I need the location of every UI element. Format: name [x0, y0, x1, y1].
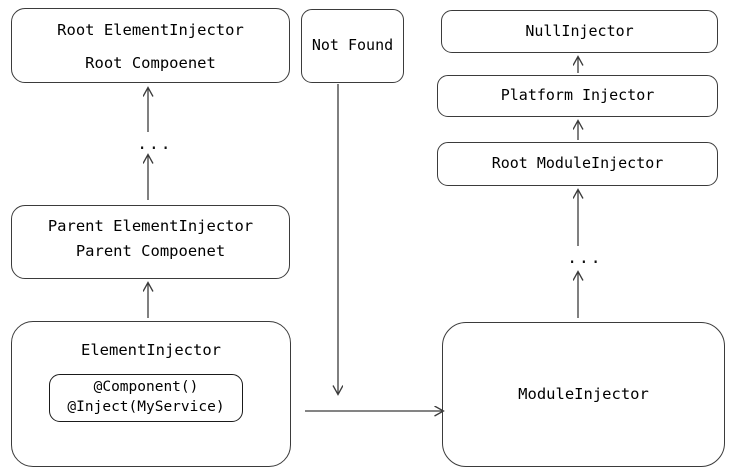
node-root-element-injector-line2: Root Compoenet: [85, 54, 216, 73]
node-inject-token-line1: @Component(): [93, 379, 199, 396]
node-element-injector-label: ElementInjector: [81, 341, 221, 359]
node-null-injector[interactable]: NullInjector: [441, 10, 718, 53]
node-parent-element-injector-line2: Parent Compoenet: [75, 242, 226, 261]
node-inject-token-line2: @Inject(MyService): [67, 399, 225, 415]
node-parent-element-injector-line1: Parent ElementInjector: [47, 217, 254, 235]
node-root-module-injector-label: Root ModuleInjector: [491, 154, 664, 173]
node-module-injector[interactable]: ModuleInjector: [442, 322, 725, 467]
node-inject-token[interactable]: @Component() @Inject(MyService): [49, 374, 243, 422]
node-parent-element-injector[interactable]: Parent ElementInjector Parent Compoenet: [11, 205, 290, 279]
node-element-injector[interactable]: ElementInjector @Component() @Inject(MyS…: [11, 321, 291, 467]
node-null-injector-label: NullInjector: [525, 21, 634, 40]
node-not-found[interactable]: Not Found: [301, 9, 404, 83]
node-root-element-injector[interactable]: Root ElementInjector Root Compoenet: [11, 8, 290, 83]
node-root-element-injector-line1: Root ElementInjector: [57, 21, 244, 39]
node-platform-injector[interactable]: Platform Injector: [437, 75, 718, 117]
left-ellipsis: ...: [137, 134, 173, 154]
node-module-injector-label: ModuleInjector: [518, 385, 649, 404]
node-root-module-injector[interactable]: Root ModuleInjector: [437, 142, 718, 186]
node-platform-injector-label: Platform Injector: [500, 86, 655, 105]
right-ellipsis: ...: [567, 248, 603, 268]
node-not-found-label: Not Found: [311, 36, 394, 55]
